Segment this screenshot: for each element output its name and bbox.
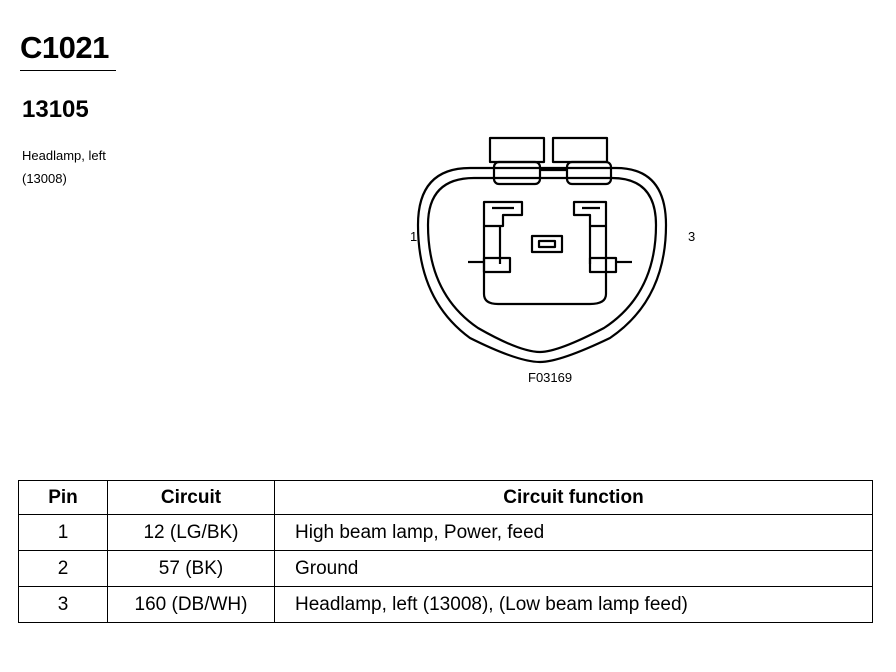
title-underline — [20, 70, 116, 71]
table-header-row: Pin Circuit Circuit function — [18, 480, 873, 515]
column-header-circuit: Circuit — [107, 480, 275, 515]
pin-circuit-table: Pin Circuit Circuit function 1 12 (LG/BK… — [18, 480, 873, 623]
table-row: 2 57 (BK) Ground — [18, 550, 873, 587]
table-row: 1 12 (LG/BK) High beam lamp, Power, feed — [18, 514, 873, 551]
cell-circuit: 160 (DB/WH) — [107, 586, 275, 623]
terminal-pin-3 — [572, 200, 608, 228]
figure-code: F03169 — [528, 370, 572, 385]
lock-pad-right — [588, 256, 618, 274]
cell-circuit: 57 (BK) — [107, 550, 275, 587]
pin-label-1: 1 — [410, 229, 417, 244]
connector-housing-outer — [416, 166, 668, 364]
cell-function: Ground — [274, 550, 873, 587]
cell-pin: 3 — [18, 586, 108, 623]
terminal-pin-2 — [530, 234, 564, 254]
latch-tab-left — [488, 136, 546, 164]
lock-pad-left — [482, 256, 512, 274]
terminal-cavity — [482, 226, 608, 306]
cell-function: Headlamp, left (13008), (Low beam lamp f… — [274, 586, 873, 623]
cell-circuit: 12 (LG/BK) — [107, 514, 275, 551]
cell-pin: 2 — [18, 550, 108, 587]
component-description: Headlamp, left — [22, 148, 106, 163]
component-part-reference: (13008) — [22, 171, 67, 186]
latch-tab-right — [551, 136, 609, 164]
latch-tab-right-base — [565, 160, 613, 186]
cell-function: High beam lamp, Power, feed — [274, 514, 873, 551]
column-header-function: Circuit function — [274, 480, 873, 515]
table-row: 3 160 (DB/WH) Headlamp, left (13008), (L… — [18, 586, 873, 623]
pin-label-3: 3 — [688, 229, 695, 244]
cell-pin: 1 — [18, 514, 108, 551]
part-number: 13105 — [22, 96, 89, 123]
latch-tab-left-base — [492, 160, 542, 186]
terminal-pin-1 — [482, 200, 524, 228]
connector-id: C1021 — [20, 30, 109, 65]
connector-housing-inner — [426, 176, 658, 354]
column-header-pin: Pin — [18, 480, 108, 515]
